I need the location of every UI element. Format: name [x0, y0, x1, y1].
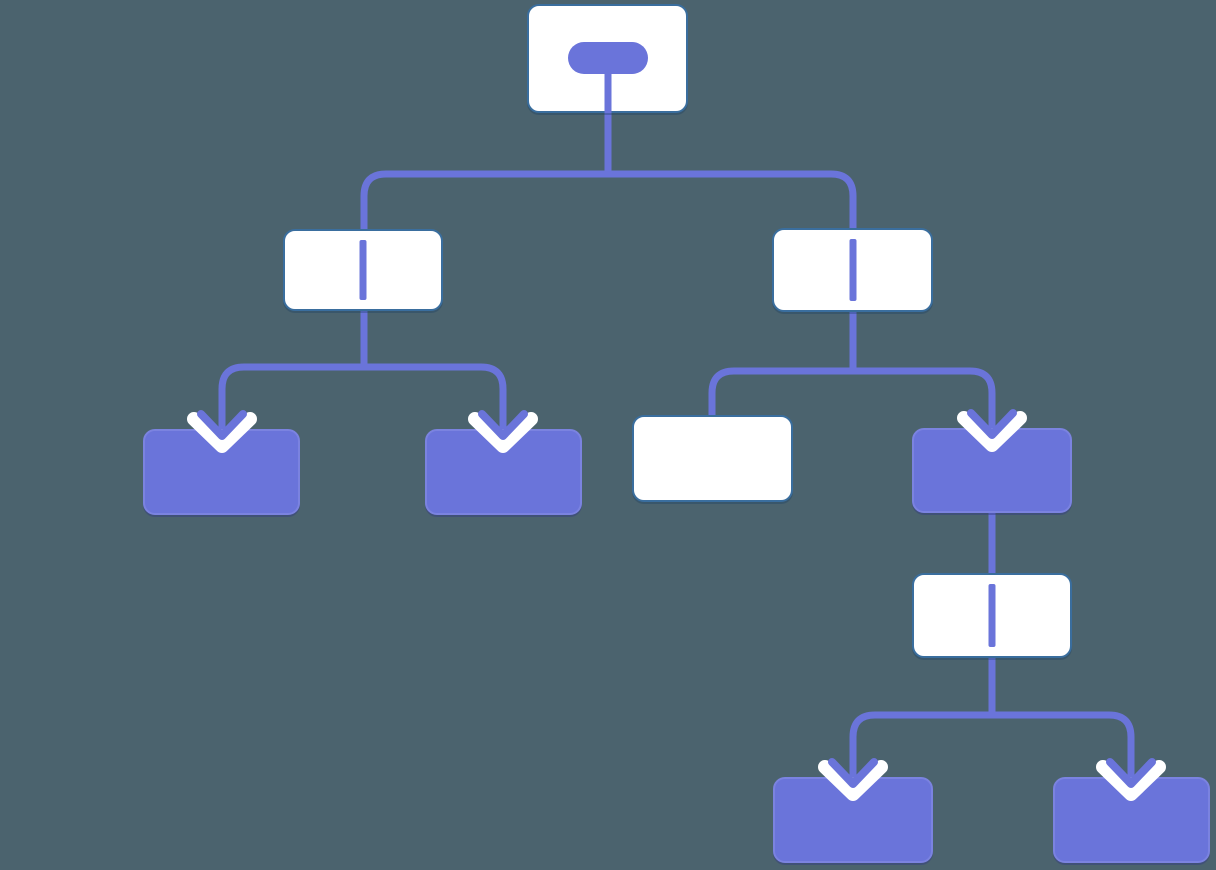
branch-left-node[interactable]	[283, 229, 443, 311]
branch-right-node[interactable]	[772, 228, 933, 312]
collapsed-branch-node[interactable]	[912, 428, 1072, 513]
split-bar-icon	[988, 584, 996, 647]
split-bar-icon	[849, 239, 856, 301]
collapsed-leaf-1-node[interactable]	[143, 429, 300, 515]
split-bar-icon	[359, 240, 367, 300]
root-stem	[604, 70, 611, 113]
root-topic-icon	[567, 42, 648, 74]
sub-branch-node[interactable]	[912, 573, 1072, 658]
root-node[interactable]	[527, 4, 688, 113]
collapsed-leaf-4-node[interactable]	[1053, 777, 1210, 863]
empty-node-node[interactable]	[632, 415, 793, 502]
collapsed-leaf-3-node[interactable]	[773, 777, 933, 863]
collapsed-leaf-2-node[interactable]	[425, 429, 582, 515]
